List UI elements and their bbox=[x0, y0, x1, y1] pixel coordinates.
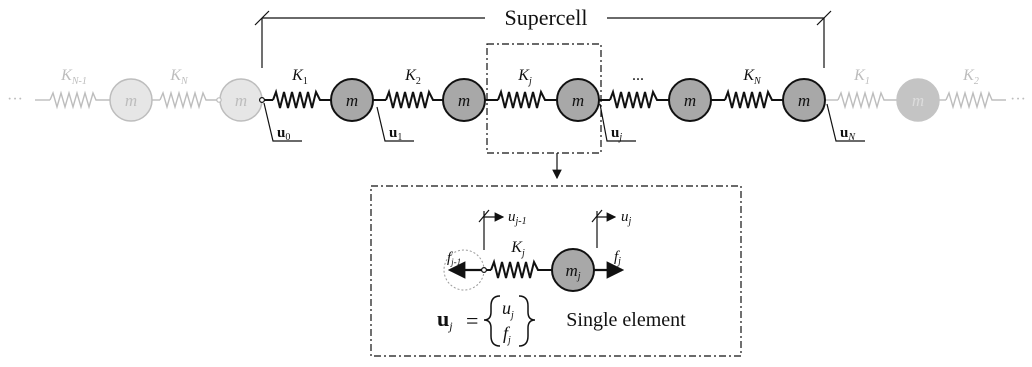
element-mass-label: mj bbox=[565, 261, 580, 282]
equation-sign: = bbox=[466, 308, 478, 333]
mass-j-label: m bbox=[572, 91, 584, 110]
equation-lhs: uj bbox=[437, 306, 453, 333]
force-curr-label: fj bbox=[614, 249, 621, 267]
disp-uj-label: uj bbox=[611, 125, 622, 143]
mass-n-label: m bbox=[798, 91, 810, 110]
spring-k1 bbox=[272, 88, 331, 109]
spring-ellipsis bbox=[609, 88, 669, 109]
supercell-title: Supercell bbox=[504, 5, 587, 30]
ghost-spring-kn-1 bbox=[49, 90, 110, 110]
ghost-spring-k1-label: K1 bbox=[853, 67, 870, 87]
disp-prev-marker bbox=[478, 209, 505, 250]
element-mass bbox=[551, 248, 595, 292]
mass-1 bbox=[330, 78, 374, 122]
spring-k1-label: K1 bbox=[291, 67, 308, 87]
ghost-dots-left: ··· bbox=[7, 91, 23, 108]
ghost-mass-right-label: m bbox=[912, 91, 924, 110]
spring-k2-label: K2 bbox=[404, 67, 421, 87]
mass-2-label: m bbox=[458, 91, 470, 110]
supercell-bracket bbox=[254, 10, 832, 68]
spring-kj-label: Kj bbox=[517, 67, 532, 87]
mass-2 bbox=[442, 78, 486, 122]
mass-n bbox=[782, 78, 826, 122]
ghost-mass-left-1-label: m bbox=[125, 91, 137, 110]
element-spring bbox=[484, 258, 552, 279]
ellipsis-label: ... bbox=[632, 67, 644, 84]
spring-k2 bbox=[385, 88, 443, 109]
equation-vector-top: uj bbox=[502, 298, 514, 321]
ghost-mass-left-1 bbox=[109, 78, 153, 122]
mass-j bbox=[556, 78, 600, 122]
ghost-spring-kn bbox=[159, 90, 218, 110]
disp-un-label: uN bbox=[840, 125, 856, 143]
mass-1-label: m bbox=[346, 91, 358, 110]
ghost-spring-k2-label: K2 bbox=[962, 67, 979, 87]
ghost-spring-kn-label: KN bbox=[169, 67, 189, 87]
ghost-spring-k2 bbox=[945, 90, 1006, 110]
spring-kj bbox=[497, 88, 557, 109]
ghost-right-chain bbox=[825, 90, 1006, 110]
disp-u1-label: u1 bbox=[389, 125, 402, 143]
spring-kn-label: KN bbox=[742, 67, 762, 87]
spring-kn bbox=[724, 88, 783, 109]
disp-curr-label: uj bbox=[621, 209, 632, 227]
ghost-spring-kn-1-label: KN-1 bbox=[60, 67, 87, 87]
mass-n-1-label: m bbox=[684, 91, 696, 110]
ghost-node-left bbox=[216, 97, 222, 103]
ghost-mass-left-2-label: m bbox=[235, 91, 247, 110]
single-element-caption: Single element bbox=[566, 309, 686, 331]
element-highlight-box bbox=[486, 43, 602, 154]
element-node bbox=[481, 267, 488, 274]
ghost-mass-right bbox=[896, 78, 940, 122]
disp-u0-label: u0 bbox=[277, 125, 290, 143]
displacement-leaders bbox=[263, 102, 865, 142]
node-u0 bbox=[259, 96, 266, 103]
element-spring-label: Kj bbox=[510, 239, 525, 259]
equation-left-brace bbox=[483, 295, 501, 347]
disp-curr-marker bbox=[591, 209, 617, 248]
single-element-box bbox=[370, 185, 742, 357]
mass-n-1 bbox=[668, 78, 712, 122]
ghost-dots-right: ··· bbox=[1010, 91, 1026, 108]
disp-prev-label: uj-1 bbox=[508, 209, 527, 227]
ghost-spring-k1 bbox=[837, 90, 897, 110]
equation-vector-bottom: fj bbox=[503, 323, 511, 346]
equation-right-brace bbox=[518, 295, 536, 347]
force-prev-label: fj-1 bbox=[447, 250, 461, 267]
